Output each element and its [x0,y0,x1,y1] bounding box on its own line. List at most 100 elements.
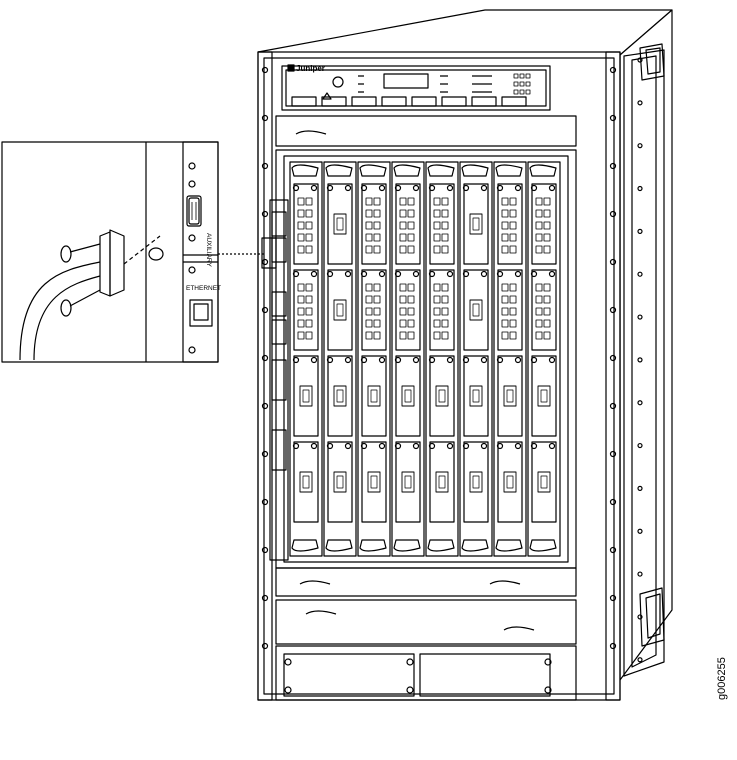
fpc-slot-group [289,161,561,557]
console-port-callout [1,141,219,363]
mounting-screw [609,162,617,170]
ethernet-label: ETHERNET [186,285,221,292]
mounting-screw [609,354,617,362]
routing-engine [269,199,289,561]
side-rail-screw [637,185,643,192]
mounting-screw [609,210,617,218]
mounting-screw [609,546,617,554]
side-rail-screw [637,485,643,491]
mounting-screw [609,594,617,602]
side-rail-screw [637,357,643,363]
auxiliary-label: AUXILIARY [205,233,212,268]
mounting-screw [609,402,617,410]
side-rail-screw [637,442,643,449]
mounting-screw [261,402,269,410]
craft-interface-panel [281,65,551,111]
side-rail-screw [637,614,643,620]
mounting-screw [261,306,269,314]
pic-card [293,441,319,523]
pic-card [429,441,455,523]
pic-card [361,183,387,265]
mounting-screw [609,258,617,266]
mounting-screw [609,66,617,74]
pic-card [531,441,557,523]
mounting-screw [261,114,269,122]
power-supply-screw [544,686,552,694]
pic-card [497,269,523,351]
fpc-slot [425,161,459,557]
pic-card [531,183,557,265]
pic-card [293,183,319,265]
pic-card [395,441,421,523]
mounting-screw [609,306,617,314]
side-rail-screw [637,100,643,106]
power-supply-bay [275,645,577,701]
fpc-slot [527,161,561,557]
pic-card [361,441,387,523]
fpc-slot [357,161,391,557]
pic-card [463,355,489,437]
fpc-slot [391,161,425,557]
mounting-screw [261,210,269,218]
pic-card [361,269,387,351]
mounting-screw [609,450,617,458]
pic-card [463,269,489,351]
mounting-screw [261,498,269,506]
figure-id: g006255 [716,657,728,700]
mounting-screw [261,354,269,362]
mounting-screw [261,162,269,170]
console-port-highlight [261,237,277,269]
pic-card [395,269,421,351]
mounting-screw [261,546,269,554]
side-rail-screw [637,657,643,663]
pic-card [463,183,489,265]
pic-card [429,269,455,351]
pic-card [429,183,455,265]
pic-card [293,355,319,437]
pic-card [497,441,523,523]
lower-cable-tray [275,567,577,645]
pic-card [531,355,557,437]
mounting-screw [261,642,269,650]
router-illustration: Juniper AUXILIARY ETHERNET [1,9,673,701]
power-supply-screw [406,686,414,694]
side-rail-screw [637,571,643,577]
pic-card [395,183,421,265]
power-supply-screw [406,658,414,666]
mounting-screw [261,594,269,602]
mounting-screw [261,66,269,74]
mounting-screw [609,642,617,650]
side-rail-screw [637,143,643,149]
side-rail-screw [637,228,643,234]
pic-card [293,269,319,351]
power-supply-screw [284,658,292,666]
pic-card [497,355,523,437]
side-rail-screw [637,314,643,320]
pic-card [327,269,353,351]
pic-card [395,355,421,437]
fpc-slot [289,161,323,557]
pic-card [497,183,523,265]
pic-card [327,183,353,265]
mounting-screw [609,114,617,122]
figure-id-wrap: g006255 [716,657,730,760]
mounting-screw [261,450,269,458]
side-rail-screw [637,57,643,63]
pic-card [429,355,455,437]
pic-card [327,441,353,523]
fpc-slot [493,161,527,557]
side-rail-screw [637,528,643,534]
brand-logo [287,64,295,72]
pic-card [531,269,557,351]
brand-label: Juniper [296,64,325,73]
mounting-screw [609,498,617,506]
power-supply-screw [284,686,292,694]
pic-card [463,441,489,523]
fpc-slot [459,161,493,557]
fpc-slot [323,161,357,557]
side-rail-screw [637,271,643,277]
upper-cable-tray [275,115,577,147]
power-supply-screw [544,658,552,666]
pic-card [361,355,387,437]
side-rail-screw [637,400,643,406]
